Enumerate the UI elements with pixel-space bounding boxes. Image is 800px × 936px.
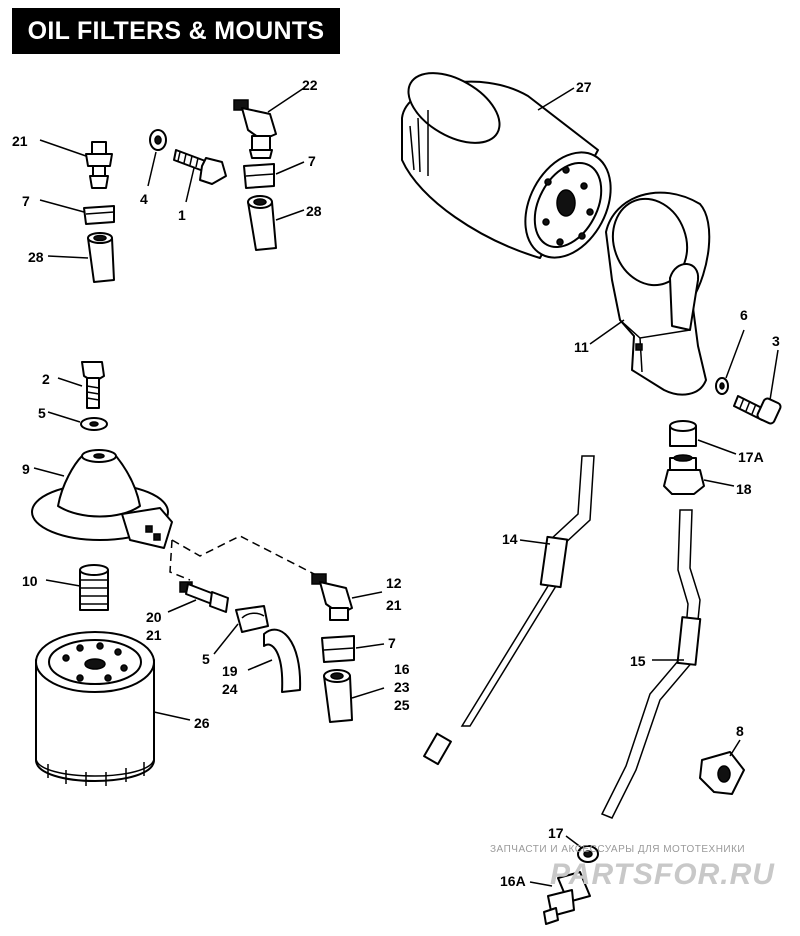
callout-12: 12: [386, 575, 402, 591]
callout-1: 1: [178, 207, 186, 223]
leader-lines: [33, 87, 779, 887]
callout-3: 3: [772, 333, 780, 349]
callout-19: 19: [222, 663, 238, 679]
connection-dashed-line-2: [169, 539, 191, 581]
clip-8: [699, 751, 745, 795]
oil-filter-27: [401, 72, 612, 259]
callout-7-top-left: 7: [22, 193, 30, 209]
callout-23: 23: [394, 679, 410, 695]
callout-27: 27: [576, 79, 592, 95]
callout-18: 18: [736, 481, 752, 497]
fitting-16A: [543, 871, 591, 925]
washer-4: [149, 129, 167, 151]
callout-7-top-middle: 7: [308, 153, 316, 169]
callout-21-right: 21: [386, 597, 402, 613]
callout-21-top-left: 21: [12, 133, 28, 149]
callout-22: 22: [302, 77, 318, 93]
oil-filter-26: [35, 631, 155, 786]
callout-20: 20: [146, 609, 162, 625]
callout-4: 4: [140, 191, 148, 207]
filter-adapter-9: [31, 449, 173, 549]
fitting-18: [663, 454, 705, 495]
callout-24: 24: [222, 681, 238, 697]
callout-16A: 16A: [500, 873, 526, 889]
callout-28-top-left: 28: [28, 249, 44, 265]
oil-line-14: [423, 455, 595, 766]
callout-21-lower: 21: [146, 627, 162, 643]
callout-26: 26: [194, 715, 210, 731]
elbow-fitting-22: [233, 99, 277, 159]
clamp-7-middle: [243, 163, 275, 189]
watermark-site: PARTSFOR.RU: [550, 858, 775, 891]
hose-16-23-25: [323, 669, 353, 723]
elbow-fitting-12: [311, 573, 353, 621]
clamp-5: [235, 605, 269, 633]
bolt-2: [81, 361, 105, 409]
callout-11: 11: [574, 339, 589, 355]
callout-14: 14: [502, 531, 518, 547]
callout-5-top: 5: [38, 405, 46, 421]
clamp-7-lower: [321, 635, 355, 663]
fitting-21-left: [85, 141, 113, 189]
hose-19-24: [263, 628, 302, 693]
oil-line-15: [600, 509, 702, 819]
lockwasher-6: [715, 377, 729, 395]
clamp-7-left: [83, 205, 115, 225]
callout-17: 17: [548, 825, 564, 841]
callout-17A: 17A: [738, 449, 764, 465]
bushing-17A: [669, 420, 697, 447]
screw-3: [733, 395, 782, 425]
hose-28-right: [247, 195, 277, 251]
callout-5-lower: 5: [202, 651, 210, 667]
diagram-title: OIL FILTERS & MOUNTS: [12, 8, 340, 54]
washer-5-top: [80, 417, 108, 431]
callout-10: 10: [22, 573, 38, 589]
callout-6: 6: [740, 307, 748, 323]
bolt-1: [173, 149, 227, 185]
callout-7-lower: 7: [388, 635, 396, 651]
callout-25: 25: [394, 697, 410, 713]
watermark-tagline: ЗАПЧАСТИ И АКСЕССУАРЫ ДЛЯ МОТОТЕХНИКИ: [490, 844, 745, 855]
callout-16: 16: [394, 661, 410, 677]
hose-28-left: [87, 232, 115, 283]
callout-28-top-middle: 28: [306, 203, 322, 219]
callout-8: 8: [736, 723, 744, 739]
filter-mount-11: [605, 191, 711, 396]
callout-2: 2: [42, 371, 50, 387]
callout-15: 15: [630, 653, 646, 669]
fitting-20: [179, 581, 229, 613]
callout-9: 9: [22, 461, 30, 477]
seal-17: [577, 845, 599, 863]
nipple-10: [79, 564, 109, 611]
connection-dashed-line-1: [171, 535, 323, 579]
